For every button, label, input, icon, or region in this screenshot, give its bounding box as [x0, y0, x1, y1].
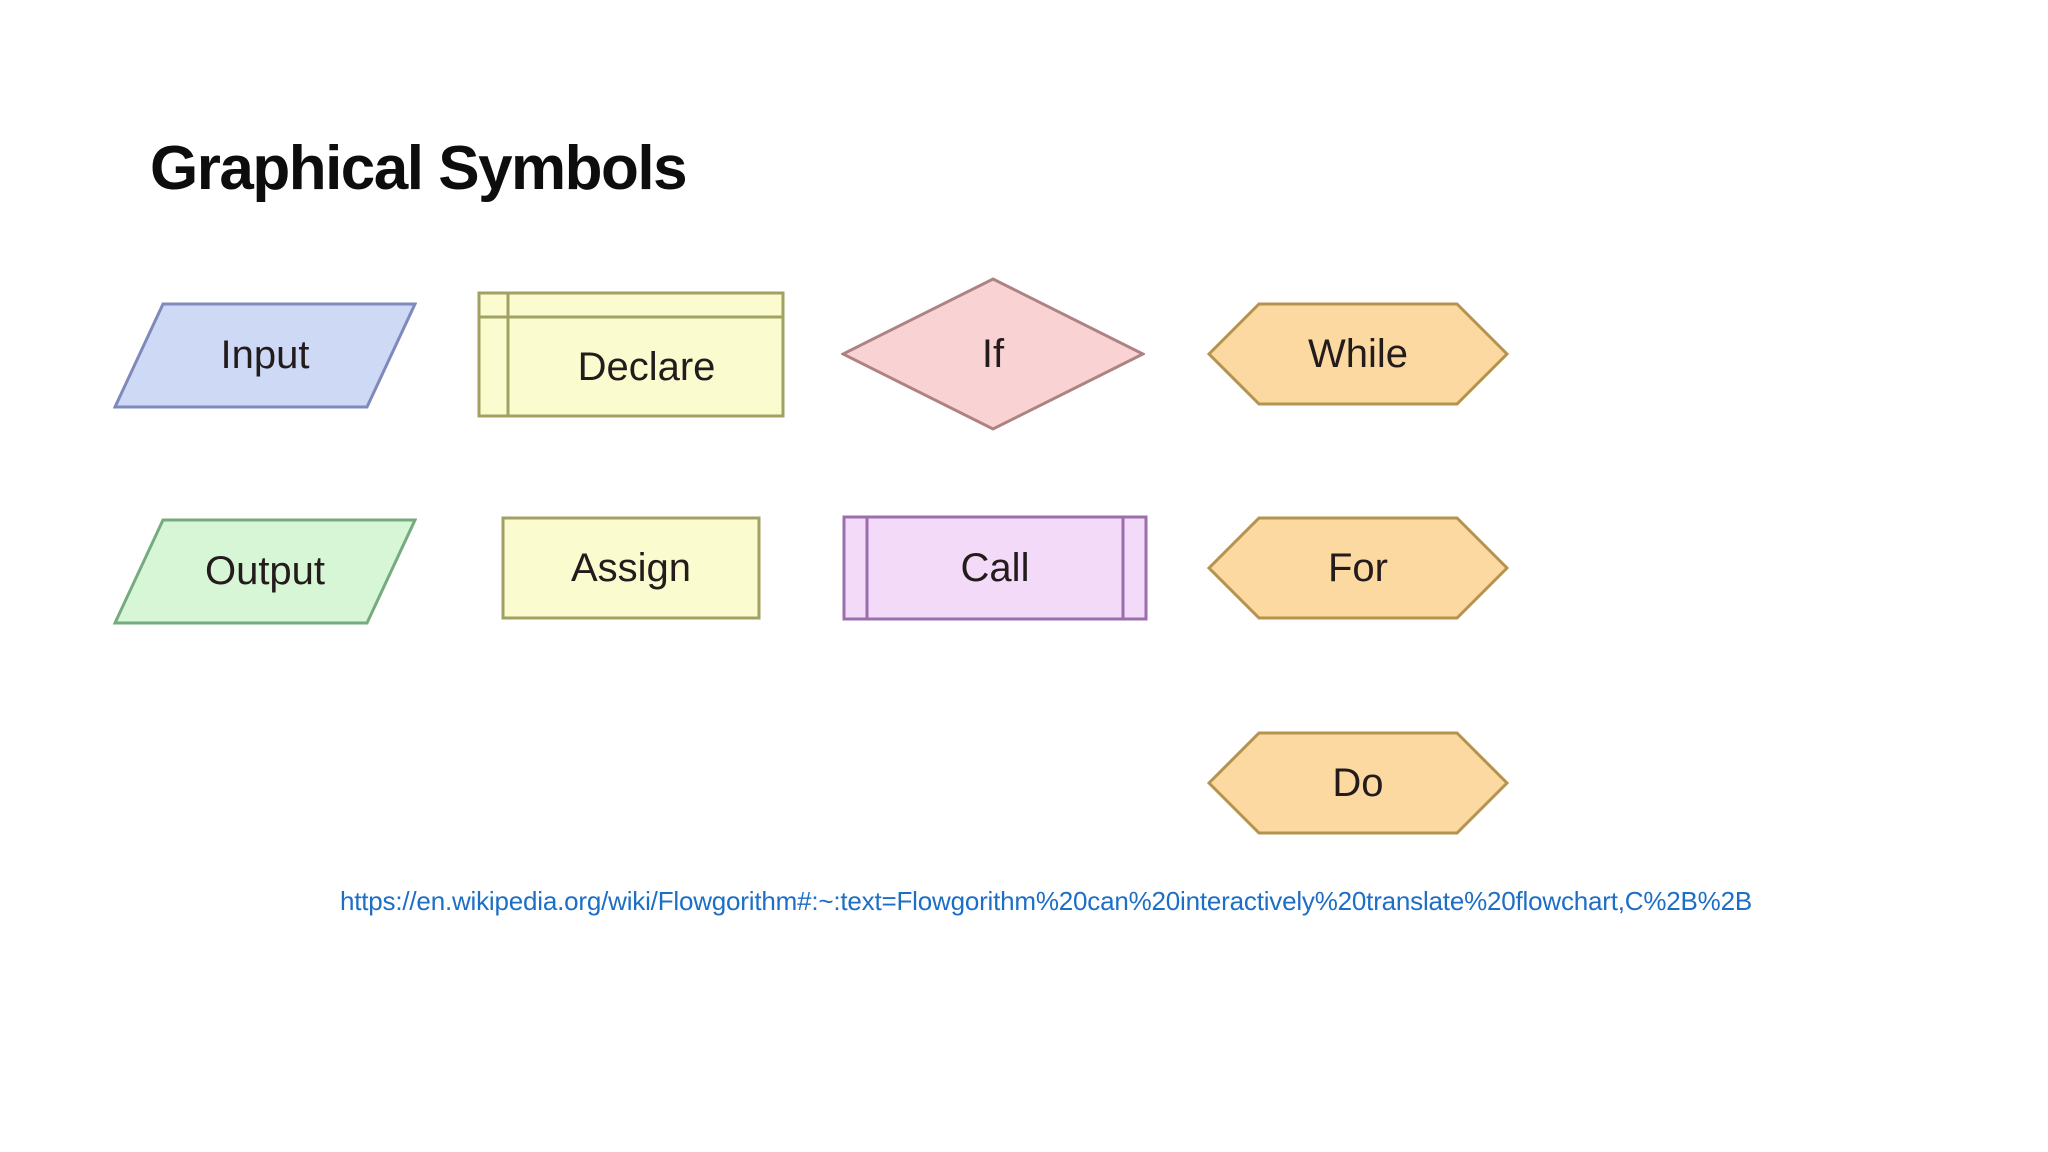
- output-parallelogram-shape: [113, 518, 417, 625]
- for-hexagon-shape: [1207, 516, 1509, 620]
- symbol-assign: Assign: [501, 516, 761, 620]
- symbol-output: Output: [113, 518, 417, 625]
- for-label: For: [1328, 545, 1388, 590]
- symbol-do: Do: [1207, 731, 1509, 835]
- while-label: While: [1307, 331, 1409, 376]
- declare-label: Declare: [577, 345, 716, 389]
- assign-rectangle-shape: [501, 516, 761, 620]
- symbol-input: Input: [113, 302, 417, 409]
- symbol-while: While: [1207, 302, 1509, 406]
- input-label: Input: [220, 333, 310, 377]
- if-label: If: [981, 331, 1005, 376]
- symbol-for: For: [1207, 516, 1509, 620]
- do-hexagon-shape: [1207, 731, 1509, 835]
- while-hexagon-shape: [1207, 302, 1509, 406]
- do-label: Do: [1332, 760, 1384, 805]
- symbol-declare: Declare: [477, 291, 785, 418]
- call-predefined-process-shape: [842, 515, 1148, 621]
- slide-title: Graphical Symbols: [150, 134, 688, 203]
- input-parallelogram-shape: [113, 302, 417, 409]
- assign-label: Assign: [570, 545, 692, 590]
- symbol-if: If: [841, 277, 1145, 431]
- call-label: Call: [960, 545, 1030, 590]
- if-diamond-shape: [841, 277, 1145, 431]
- declare-table-shape: [477, 291, 785, 418]
- output-label: Output: [204, 549, 326, 593]
- source-url-link[interactable]: https://en.wikipedia.org/wiki/Flowgorith…: [339, 886, 1753, 916]
- symbol-call: Call: [842, 515, 1148, 621]
